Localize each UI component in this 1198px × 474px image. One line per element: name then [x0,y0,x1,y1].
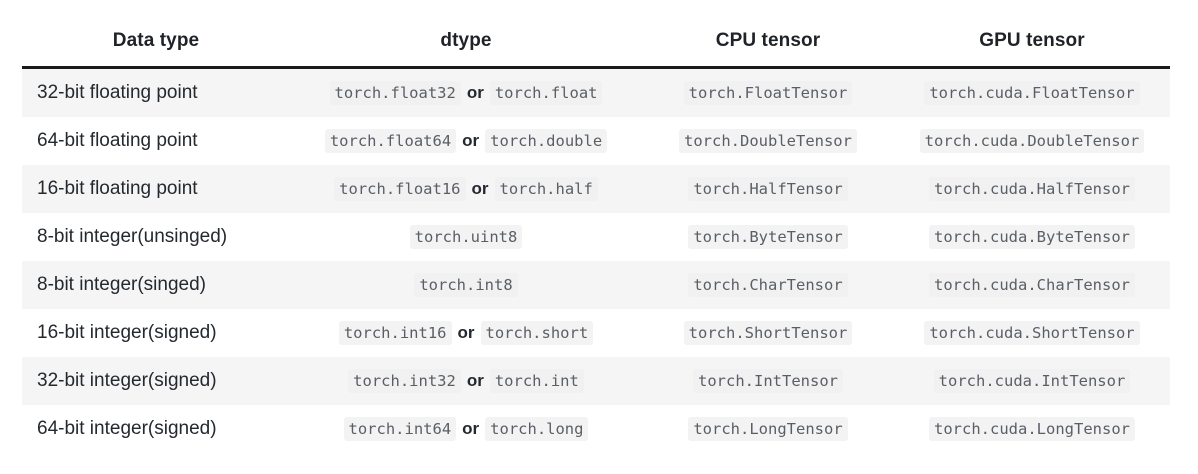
cpu-tensor-token: torch.CharTensor [688,272,848,297]
cell-dtype: torch.uint8 [290,213,642,261]
cell-cpu-tensor: torch.FloatTensor [642,68,894,118]
table-header: Data type dtype CPU tensor GPU tensor [22,22,1170,69]
dtype-alias-token: torch.half [494,177,598,201]
cell-dtype: torch.float64 or torch.double [290,117,642,165]
cell-data-type: 32-bit integer(signed) [37,370,217,391]
cell-data-type: 8-bit integer(singed) [37,274,206,295]
gpu-tensor-token: torch.cuda.DoubleTensor [919,128,1145,153]
dtype-primary-token: torch.float16 [334,177,466,201]
cell-dtype: torch.float32 or torch.float [290,68,642,118]
table-header-row: Data type dtype CPU tensor GPU tensor [22,22,1170,69]
table-row: 8-bit integer(unsinged) torch.uint8 torch.… [22,213,1170,261]
dtype-alias-token: torch.double [485,129,608,153]
cell-data-type: 64-bit floating point [37,130,198,151]
gpu-tensor-token: torch.cuda.ShortTensor [924,320,1140,345]
cell-cpu-tensor: torch.ByteTensor [642,213,894,261]
cell-cpu-tensor: torch.LongTensor [642,405,894,453]
gpu-tensor-token: torch.cuda.CharTensor [929,272,1135,297]
dtype-alias-token: torch.float [489,81,603,105]
cpu-tensor-token: torch.ShortTensor [683,320,853,345]
dtype-alias-token: torch.short [480,321,594,345]
cell-data-type: 32-bit floating point [37,82,198,103]
cell-gpu-tensor: torch.cuda.CharTensor [894,261,1170,309]
dtype-primary-token: torch.float64 [324,129,457,153]
cell-gpu-tensor: torch.cuda.ByteTensor [894,213,1170,261]
column-header-cpu-tensor: CPU tensor [642,22,894,69]
cell-cpu-tensor: torch.HalfTensor [642,165,894,213]
column-header-data-type: Data type [22,22,290,69]
gpu-tensor-token: torch.cuda.HalfTensor [929,176,1135,201]
cell-gpu-tensor: torch.cuda.LongTensor [894,405,1170,453]
cell-dtype: torch.int64 or torch.long [290,405,642,453]
dtype-or-separator: or [462,131,480,150]
dtype-or-separator: or [471,179,489,198]
cell-data-type: 8-bit integer(unsinged) [37,226,228,247]
dtype-primary-token: torch.int8 [414,272,518,297]
gpu-tensor-token: torch.cuda.IntTensor [933,368,1131,393]
cell-gpu-tensor: torch.cuda.ShortTensor [894,309,1170,357]
table-row: 8-bit integer(singed) torch.int8 torch.Cha… [22,261,1170,309]
gpu-tensor-token: torch.cuda.FloatTensor [924,80,1140,105]
cell-data-type: 64-bit integer(signed) [37,418,217,439]
cell-dtype: torch.float16 or torch.half [290,165,642,213]
cpu-tensor-token: torch.ByteTensor [688,224,848,249]
cpu-tensor-token: torch.DoubleTensor [679,128,857,153]
cell-cpu-tensor: torch.IntTensor [642,357,894,405]
dtype-or-separator: or [457,323,475,342]
dtype-primary-token: torch.int32 [348,369,461,393]
dtype-alias-token: torch.long [485,417,589,441]
cpu-tensor-token: torch.HalfTensor [688,176,848,201]
cell-dtype: torch.int32 or torch.int [290,357,642,405]
gpu-tensor-token: torch.cuda.LongTensor [929,416,1135,441]
cpu-tensor-token: torch.FloatTensor [683,80,853,105]
dtype-primary-token: torch.int64 [343,417,457,441]
dtype-table-container: Data type dtype CPU tensor GPU tensor 32… [22,22,1170,453]
cell-dtype: torch.int16 or torch.short [290,309,642,357]
dtype-primary-token: torch.float32 [329,81,461,105]
dtype-or-separator: or [466,83,484,102]
cell-gpu-tensor: torch.cuda.HalfTensor [894,165,1170,213]
cell-gpu-tensor: torch.cuda.IntTensor [894,357,1170,405]
dtype-or-separator: or [462,419,480,438]
cell-dtype: torch.int8 [290,261,642,309]
cell-data-type: 16-bit floating point [37,178,198,199]
cpu-tensor-token: torch.LongTensor [688,416,848,441]
column-header-dtype: dtype [290,22,642,69]
cell-data-type: 16-bit integer(signed) [37,322,217,343]
dtype-or-separator: or [466,371,484,390]
cpu-tensor-token: torch.IntTensor [693,368,843,393]
dtype-primary-token: torch.uint8 [409,224,523,249]
column-header-gpu-tensor: GPU tensor [894,22,1170,69]
pytorch-dtype-table: Data type dtype CPU tensor GPU tensor 32… [22,22,1170,453]
cell-gpu-tensor: torch.cuda.DoubleTensor [894,117,1170,165]
cell-cpu-tensor: torch.DoubleTensor [642,117,894,165]
cell-cpu-tensor: torch.ShortTensor [642,309,894,357]
cell-cpu-tensor: torch.CharTensor [642,261,894,309]
gpu-tensor-token: torch.cuda.ByteTensor [929,224,1135,249]
dtype-primary-token: torch.int16 [338,321,452,345]
cell-gpu-tensor: torch.cuda.FloatTensor [894,68,1170,118]
dtype-alias-token: torch.int [489,369,584,393]
